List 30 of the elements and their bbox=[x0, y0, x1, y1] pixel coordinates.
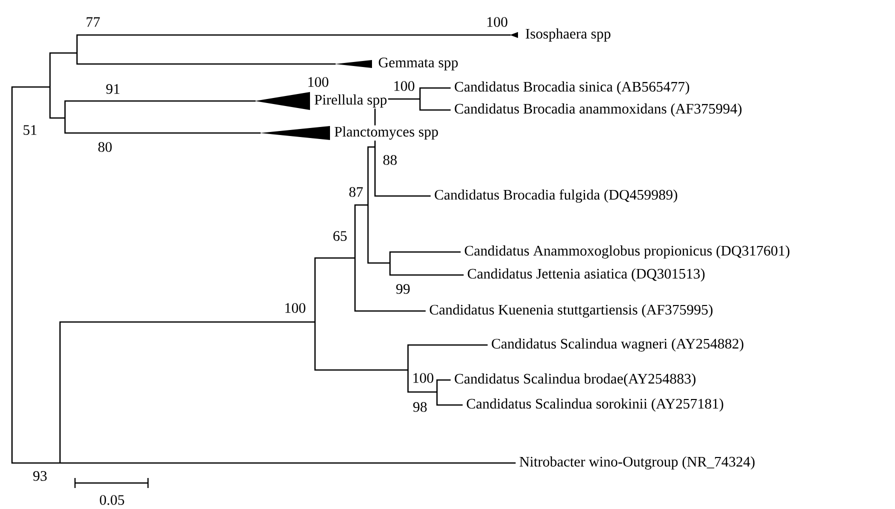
bootstrap-value: 100 bbox=[306, 76, 330, 88]
bootstrap-value: 100 bbox=[485, 16, 509, 28]
taxon-label: Gemmata spp bbox=[377, 56, 460, 72]
bootstrap-value: 100 bbox=[392, 80, 416, 92]
bootstrap-value: 88 bbox=[382, 154, 398, 166]
bootstrap-value: 93 bbox=[32, 470, 48, 482]
bootstrap-value: 51 bbox=[22, 124, 38, 136]
bootstrap-value: 100 bbox=[411, 372, 435, 384]
bootstrap-value: 65 bbox=[332, 230, 348, 242]
scale-label: 0.05 bbox=[98, 494, 126, 506]
bootstrap-value: 91 bbox=[104, 83, 122, 95]
taxon-label: Candidatus Brocadia anammoxidans (AF375994) bbox=[453, 102, 744, 118]
taxon-label: Candidatus Kuenenia stuttgartiensis (AF375995) bbox=[428, 303, 714, 319]
bootstrap-value: 98 bbox=[412, 401, 428, 413]
bootstrap-value: 100 bbox=[283, 302, 307, 314]
bootstrap-value: 77 bbox=[84, 16, 102, 28]
taxon-label: Isosphaera spp bbox=[524, 27, 612, 43]
taxon-label: Planctomyces spp bbox=[333, 125, 440, 141]
taxon-label: Candidatus Jettenia asiatica (DQ301513) bbox=[466, 267, 706, 283]
taxon-label: Pirellula spp bbox=[313, 93, 388, 109]
taxon-label: Candidatus Scalindua brodae(AY254883) bbox=[453, 372, 698, 388]
taxon-label: Candidatus Brocadia fulgida (DQ459989) bbox=[433, 188, 679, 204]
taxon-label: Candidatus Scalindua sorokinii (AY257181) bbox=[465, 397, 725, 413]
taxon-label: Candidatus Anammoxoglobus propionicus (DQ317601) bbox=[463, 244, 792, 260]
taxon-label: Candidatus Scalindua wagneri (AY254882) bbox=[490, 337, 745, 353]
taxon-label: Nitrobacter wino-Outgroup (NR_74324) bbox=[518, 455, 756, 471]
bootstrap-value: 80 bbox=[96, 141, 114, 153]
bootstrap-value: 87 bbox=[348, 186, 364, 198]
bootstrap-value: 99 bbox=[394, 283, 412, 295]
taxon-label: Candidatus Brocadia sinica (AB565477) bbox=[453, 80, 691, 96]
